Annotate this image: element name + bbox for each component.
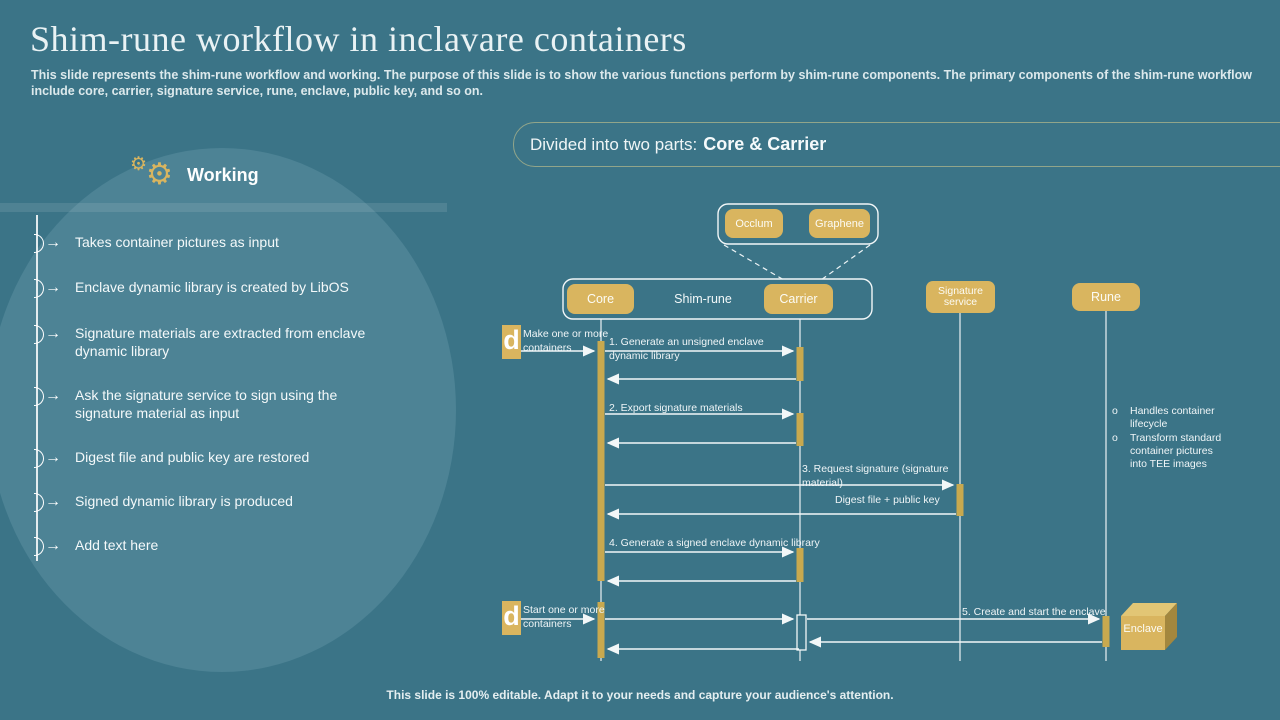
circle-bullet-icon: o [1112,432,1118,444]
arrow-icon: → [45,493,61,510]
message-1-label: 1. Generate an unsigned enclave dynamic … [609,336,764,362]
gear-icon: ⚙ [130,154,148,175]
list-item-label: Signature materials are extracted from e… [75,325,366,359]
list-item-label: Digest file and public key are restored [75,449,310,465]
arc-bullet-icon [34,449,44,468]
list-item: → Digest file and public key are restore… [30,448,420,468]
list-item: → Signed dynamic library is produced [30,492,420,512]
list-item: → Ask the signature service to sign usin… [30,386,420,422]
circle-bullet-icon: o [1112,405,1118,417]
list-item: → Signature materials are extracted from… [30,324,420,360]
d-marker: d [502,325,521,359]
message-5-label: 5. Create and start the enclave [962,606,1106,618]
working-divider-band [0,203,447,212]
divided-banner: Divided into two parts: Core & Carrier [513,122,1280,167]
arrow-icon: → [45,387,61,404]
list-item-label: Add text here [75,537,159,553]
message-4-label: 4. Generate a signed enclave dynamic lib… [609,537,820,549]
arc-bullet-icon [34,325,44,344]
list-item: → Enclave dynamic library is created by … [30,278,420,298]
rune-notes: o Handles container lifecycle o Transfor… [1112,405,1230,472]
core-box: Core [567,284,634,314]
page-title: Shim-rune workflow in inclavare containe… [30,19,687,59]
rune-note-label: Handles container lifecycle [1130,405,1215,430]
message-2-label: 2. Export signature materials [609,402,743,414]
gear-icon: ⚙ [146,158,173,191]
signature-service-box: Signature service [926,281,995,313]
arc-bullet-icon [34,234,44,253]
footer-note: This slide is 100% editable. Adapt it to… [386,688,894,702]
list-item-label: Enclave dynamic library is created by Li… [75,279,349,295]
message-3-label: 3. Request signature (signature material… [802,463,949,489]
list-item-label: Takes container pictures as input [75,234,279,250]
shim-rune-group-label: Shim-rune [674,292,732,306]
background-circle [0,148,456,672]
arc-bullet-icon [34,279,44,298]
enclave-label: Enclave [1123,623,1163,635]
note-make-containers: Make one or more containers [523,328,609,354]
rune-note-item: o Transform standard container pictures … [1112,432,1230,471]
message-3-return-label: Digest file + public key [835,494,940,506]
list-item: → Takes container pictures as input [30,233,420,253]
arrow-icon: → [45,279,61,296]
list-item-label: Ask the signature service to sign using … [75,387,338,421]
arrow-icon: → [45,449,61,466]
arrow-icon: → [45,234,61,251]
arc-bullet-icon [34,537,44,556]
divided-emphasis: Core & Carrier [703,134,827,154]
arrow-icon: → [45,325,61,342]
rune-box: Rune [1072,283,1140,311]
graphene-box: Graphene [809,209,870,238]
arrow-icon: → [45,537,61,554]
divided-prefix: Divided into two parts: [530,134,698,154]
occlum-box: Occlum [725,209,783,238]
rune-note-label: Transform standard container pictures in… [1130,432,1222,470]
arc-bullet-icon [34,387,44,406]
working-section-title: Working [187,165,259,185]
rune-note-item: o Handles container lifecycle [1112,405,1230,431]
list-item: → Add text here [30,536,420,556]
slide-subtitle: This slide represents the shim-rune work… [31,68,1252,98]
note-start-containers: Start one or more containers [523,604,605,630]
d-marker: d [502,601,521,635]
arc-bullet-icon [34,493,44,512]
list-item-label: Signed dynamic library is produced [75,493,293,509]
carrier-box: Carrier [764,284,833,314]
